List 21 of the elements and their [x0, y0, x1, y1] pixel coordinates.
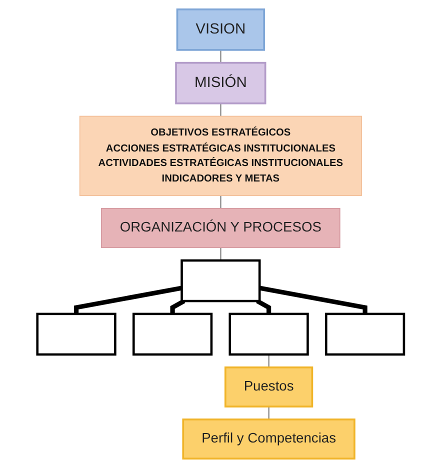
connector [260, 286, 368, 314]
node-box [132, 312, 213, 356]
node-box: Perfil y Competencias [182, 418, 356, 460]
node-box [180, 259, 262, 302]
connector [220, 196, 222, 208]
connector [268, 406, 270, 420]
node-box: ORGANIZACIÓN Y PROCESOS [101, 208, 341, 248]
node-box: VISION [176, 8, 266, 51]
connector [74, 286, 183, 314]
connector [268, 354, 270, 368]
node-box: OBJETIVOS ESTRATÉGICOS ACCIONES ESTRATÉGICAS INSTITUCIONALES ACTIVIDADES ESTRATÉGICAS INSTITUCIONALES INDICADORES Y METAS [80, 116, 362, 196]
node-box: Puestos [224, 366, 314, 408]
node-box: MISIÓN [175, 62, 267, 104]
node-box [36, 312, 117, 356]
connector [170, 299, 186, 314]
connector [220, 103, 222, 116]
connector [220, 50, 222, 63]
node-box [325, 312, 406, 356]
node-box [229, 312, 310, 356]
connector [220, 248, 222, 260]
connector [256, 299, 272, 314]
